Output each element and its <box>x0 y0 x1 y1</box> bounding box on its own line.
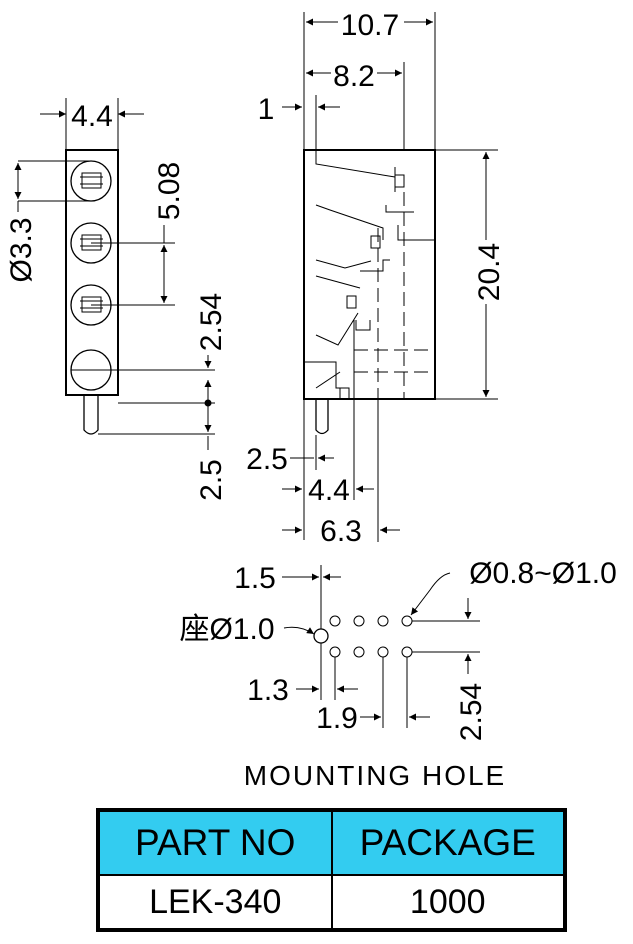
dim-lead-6-3: 6.3 <box>320 515 362 548</box>
cell-part-no: LEK-340 <box>97 874 333 931</box>
dim-inner-length-8-2: 8.2 <box>333 60 375 93</box>
dim-col-pitch-1-9: 1.9 <box>316 702 358 735</box>
dim-width-4-4: 4.4 <box>71 100 113 133</box>
pin-hole <box>401 615 413 627</box>
header-part-no: PART NO <box>97 809 333 876</box>
dim-lead-offset-2-54: 2.54 <box>195 293 228 351</box>
dim-lead-4-4: 4.4 <box>308 474 350 507</box>
pin-hole <box>353 615 365 627</box>
pin-hole <box>377 615 389 627</box>
front-view: 4.4 Ø3.3 5.08 2.54 2.5 <box>5 98 228 501</box>
dim-seat-diameter: 座Ø1.0 <box>179 613 274 646</box>
dim-mount-offset-1-5: 1.5 <box>234 562 276 595</box>
dim-overall-length-10-7: 10.7 <box>341 9 399 42</box>
pin-hole <box>329 646 341 658</box>
pin-hole <box>353 646 365 658</box>
cell-package: 1000 <box>330 874 566 931</box>
dim-diameter-3-3: Ø3.3 <box>5 217 38 282</box>
header-package: PACKAGE <box>330 809 566 876</box>
lead-pin <box>83 395 99 435</box>
dim-hole-diameter: Ø0.8~Ø1.0 <box>469 557 617 590</box>
dim-lead-2-5: 2.5 <box>246 443 288 476</box>
pin-hole <box>401 646 413 658</box>
dim-height-20-4: 20.4 <box>473 243 506 301</box>
dim-row-pitch-2-54: 2.54 <box>455 683 488 741</box>
led-socket-1 <box>70 160 112 202</box>
spec-table: PART NO PACKAGE LEK-340 1000 <box>96 808 567 932</box>
spec-table-header-row: PART NO PACKAGE <box>97 809 566 876</box>
pin-hole <box>329 615 341 627</box>
dim-lead-length-2-5: 2.5 <box>195 459 228 501</box>
dim-row-offset-1-3: 1.3 <box>247 674 289 707</box>
lead-pin-side <box>315 399 329 435</box>
mounting-hole-caption: MOUNTING HOLE <box>244 760 506 791</box>
mounting-hole-pattern: 1.5 座Ø1.0 Ø0.8~Ø1.0 1.3 1.9 2.54 MOUNTIN… <box>179 557 616 791</box>
pin-hole <box>377 646 389 658</box>
dim-pitch-5-08: 5.08 <box>153 162 186 220</box>
side-view: 10.7 8.2 1 20.4 2.5 4.4 6.3 <box>246 8 506 548</box>
seat-hole <box>313 628 329 644</box>
dim-edge-1: 1 <box>258 93 275 126</box>
table-row: LEK-340 1000 <box>97 874 566 931</box>
holder-body-side <box>303 149 436 400</box>
